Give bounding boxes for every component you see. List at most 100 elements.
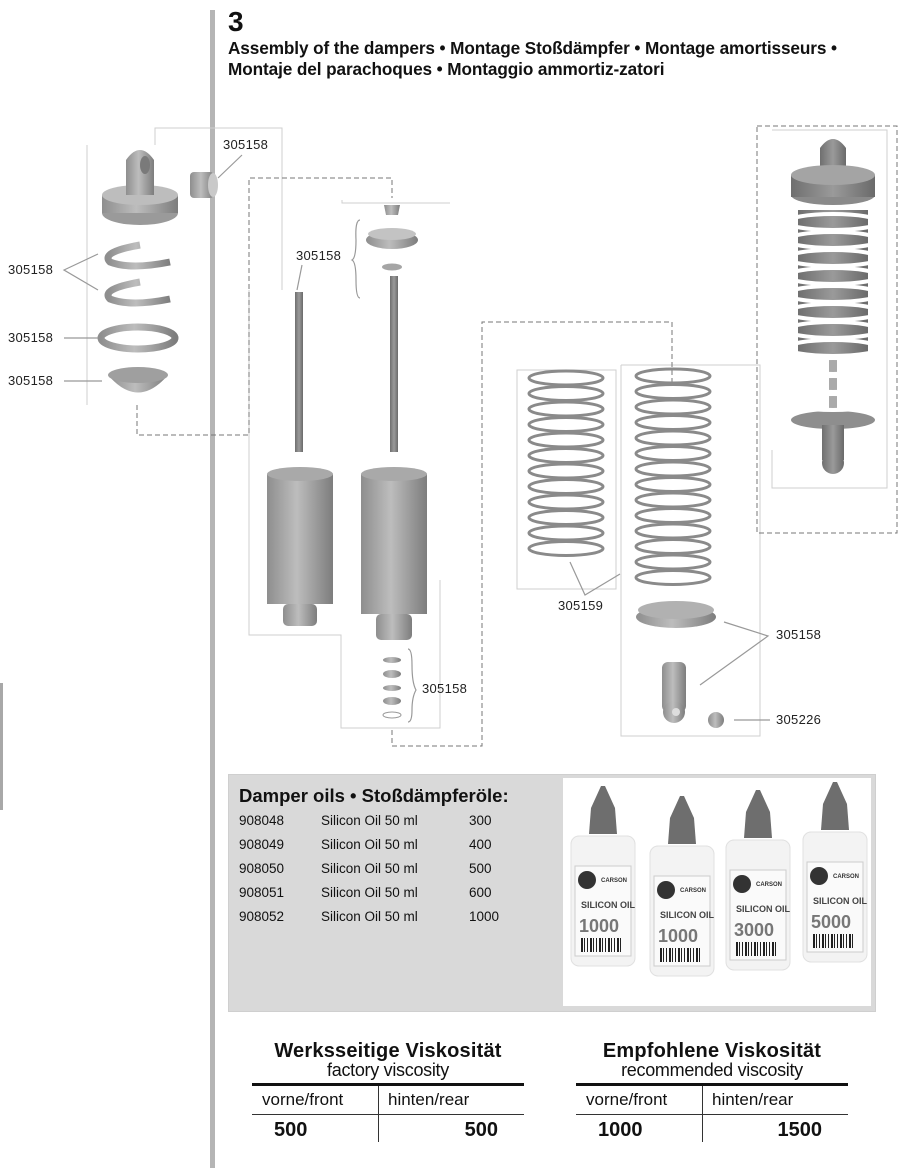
factory-viscosity-table: Werksseitige Viskosität factory viscosit… [252,1040,524,1143]
bottle-viscosity: 5000 [811,912,851,932]
damper-body-parts [267,467,427,640]
pivot-ball-part [708,712,724,728]
spring-coil [527,400,605,418]
oil-name: Silicon Oil 50 ml [321,861,418,876]
part-group-frames [86,127,888,737]
oil-bottle: SILICON OIL 1000 CARSON [649,796,715,977]
step-number: 3 [228,6,245,37]
bottle-label: SILICON OIL [660,910,715,920]
spring-coil [527,369,605,387]
label-piston-set: 305158 [296,248,342,263]
oil-name: Silicon Oil 50 ml [321,813,418,828]
table-title-de: Empfohlene Viskosität [602,1040,822,1062]
label-cap-ring: 305158 [8,330,54,345]
label-orings: 305158 [422,681,468,696]
col-front-header: vorne/front [262,1090,344,1109]
oil-part: 908052 [239,909,285,924]
bottle-brand: CARSON [680,888,706,894]
oil-viscosity: 1000 [469,909,500,924]
cup-part [108,367,168,393]
front-viscosity-value: 500 [274,1119,308,1141]
label-retainer-rodend: 305158 [776,627,822,642]
bottle-label: SILICON OIL [813,896,868,906]
oil-viscosity: 400 [469,837,492,852]
rod-end-part [662,662,686,723]
spring-coil [634,383,712,400]
spring-coil [527,462,605,480]
oil-bottles-photo: SILICON OIL 1000 CARSON SILICON OIL 1000 CARS… [563,778,871,1006]
spring-coil [527,416,605,433]
spring-coil [634,429,712,447]
spring-coil [634,367,712,385]
spring-coil [634,398,712,416]
page-margin-bar [210,10,215,1168]
piston-parts [366,205,418,271]
spring-coil [634,491,712,509]
col-rear-header: hinten/rear [388,1090,470,1109]
spring-coil [634,414,712,431]
spring-coil [634,460,712,478]
spring-coil [634,507,712,524]
oil-viscosity: 500 [469,861,492,876]
spring-coil [527,447,605,464]
oil-viscosity: 300 [469,813,492,828]
oil-bottle: SILICON OIL 3000 CARSON [725,790,791,971]
spring-coil [634,522,712,540]
oring-parts [382,657,402,719]
damper-exploded-diagram [62,125,898,747]
oil-part: 908048 [239,813,285,828]
spring-coil [527,385,605,402]
spring-retainer-part [636,601,716,628]
oil-name: Silicon Oil 50 ml [321,909,418,924]
clip-parts [104,241,171,307]
oil-name: Silicon Oil 50 ml [321,885,418,900]
front-viscosity-value: 1000 [598,1119,643,1141]
oils-heading: Damper oils • Stoßdämpferöle: [239,785,509,806]
left-edge-mark [0,683,3,810]
rear-viscosity-value: 1500 [777,1119,823,1141]
bushing-part [190,172,218,198]
spring-parts [527,367,712,586]
damper-cap-part [102,150,178,225]
spring-coil [527,493,605,511]
bottle-brand: CARSON [601,878,627,884]
label-eyelet-bushing: 305158 [223,137,269,152]
oil-bottle: SILICON OIL 1000 CARSON [570,786,636,967]
bottle-label: SILICON OIL [736,904,791,914]
bottle-viscosity: 1000 [579,916,619,936]
shaft-parts [295,276,398,452]
spring-coil [634,476,712,493]
label-pivot-ball: 305226 [776,712,822,727]
oil-name: Silicon Oil 50 ml [321,837,418,852]
table-title-en: recommended viscosity [621,1060,803,1080]
bottle-viscosity: 1000 [658,926,698,946]
rear-viscosity-value: 500 [464,1119,498,1141]
spring-coil [527,524,605,542]
step-title: Assembly of the dampers • Montage Stoßdä… [228,38,837,79]
col-front-header: vorne/front [586,1090,668,1109]
bottle-brand: CARSON [756,882,782,888]
cap-ring-part [97,323,179,353]
spring-coil [527,431,605,449]
oil-part: 908050 [239,861,285,876]
bottle-viscosity: 3000 [734,920,774,940]
bottle-label: SILICON OIL [581,900,636,910]
spring-coil [634,553,712,571]
spring-coil [634,538,712,555]
dashed-assembly-paths [136,125,898,747]
oil-viscosity: 600 [469,885,492,900]
oil-part: 908051 [239,885,285,900]
col-rear-header: hinten/rear [712,1090,794,1109]
spring-coil [634,445,712,462]
spring-coil [527,478,605,495]
spring-coil [527,540,605,557]
table-title-en: factory viscosity [327,1060,449,1080]
label-cup: 305158 [8,373,54,388]
recommended-viscosity-table: Empfohlene Viskosität recommended viscos… [576,1040,848,1143]
label-springs: 305159 [558,598,604,613]
label-clips: 305158 [8,262,54,277]
oil-part: 908049 [239,837,285,852]
assembled-damper [785,139,881,474]
